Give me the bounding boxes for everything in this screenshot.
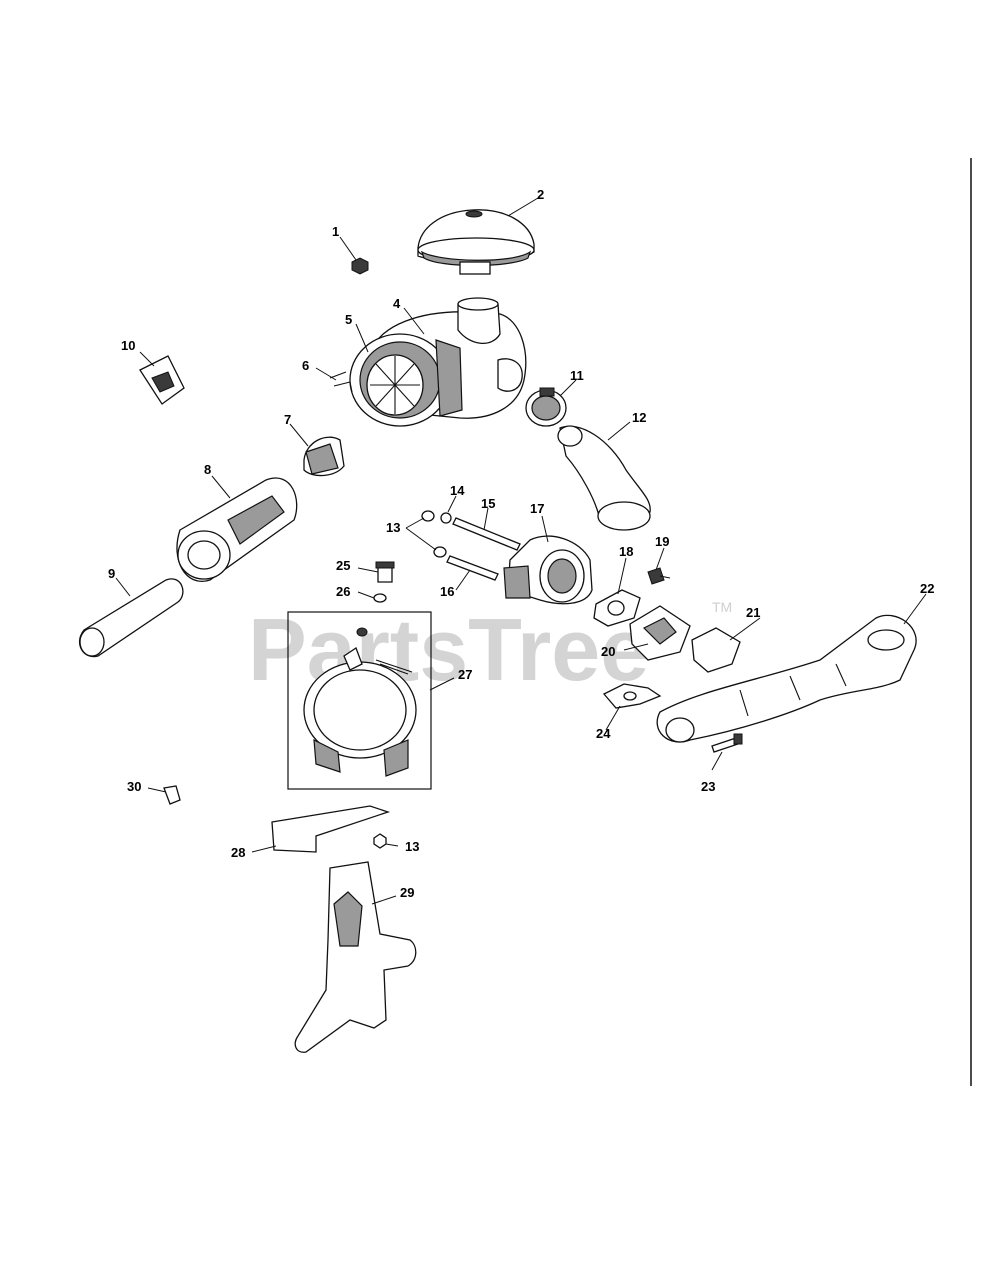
callout-29: 29	[400, 885, 414, 900]
part-21-gasket[interactable]	[691, 627, 741, 673]
part-9-inner-filter[interactable]	[79, 578, 184, 658]
callout-22: 22	[920, 581, 934, 596]
callout-25: 25	[336, 558, 350, 573]
callout-21: 21	[746, 605, 760, 620]
callout-16: 16	[440, 584, 454, 599]
callout-8: 8	[204, 462, 211, 477]
callout-15: 15	[481, 496, 495, 511]
part-2-cover[interactable]	[417, 209, 535, 275]
callout-13-upper: 13	[386, 520, 400, 535]
leader-lines	[115, 197, 927, 905]
watermark-text: PartsTree	[248, 600, 649, 699]
callout-9: 9	[108, 566, 115, 581]
callout-12: 12	[632, 410, 646, 425]
callout-27: 27	[458, 667, 472, 682]
callout-30: 30	[127, 779, 141, 794]
part-24-gasket[interactable]	[602, 683, 662, 709]
callout-17: 17	[530, 501, 544, 516]
part-27-clamp-kit-inset[interactable]	[287, 611, 432, 790]
part-7-valve[interactable]	[303, 436, 345, 477]
watermark-trademark: TM	[712, 599, 732, 615]
callout-6: 6	[302, 358, 309, 373]
callout-5: 5	[345, 312, 352, 327]
part-13-washer[interactable]	[421, 510, 447, 558]
callout-14: 14	[450, 483, 465, 498]
part-29-mounting-plate[interactable]	[294, 861, 417, 1053]
part-25-screw[interactable]	[375, 561, 395, 583]
part-26-nut[interactable]	[373, 593, 387, 603]
part-8-filter-element[interactable]	[176, 477, 298, 583]
part-16-stud[interactable]	[446, 555, 499, 581]
callout-24: 24	[596, 726, 611, 741]
callout-labels: 1 2 4 5 6 7 8 9 10 11 12 13 14 15 16 17 …	[108, 187, 934, 900]
part-19-fitting[interactable]	[647, 567, 671, 585]
callout-28: 28	[231, 845, 245, 860]
callout-1: 1	[332, 224, 339, 239]
callout-4: 4	[393, 296, 401, 311]
callout-19: 19	[655, 534, 669, 549]
callout-26: 26	[336, 584, 350, 599]
part-22-intake-manifold[interactable]	[656, 614, 917, 743]
part-6-clip[interactable]	[329, 371, 353, 393]
callout-11: 11	[570, 368, 584, 383]
callout-18: 18	[619, 544, 633, 559]
callout-23: 23	[701, 779, 715, 794]
callout-2: 2	[537, 187, 544, 202]
part-15-stud[interactable]	[452, 517, 521, 551]
part-23-bolt[interactable]	[711, 733, 743, 753]
callout-7: 7	[284, 412, 291, 427]
part-4-air-cleaner-body[interactable]	[349, 297, 527, 427]
part-13-nut-lower[interactable]	[373, 833, 387, 849]
part-28-bracket[interactable]	[271, 805, 391, 853]
part-14-washer[interactable]	[440, 512, 452, 524]
part-17-throttle-body[interactable]	[503, 535, 593, 605]
part-20-spacer[interactable]	[629, 605, 691, 661]
part-12-elbow-hose[interactable]	[557, 425, 651, 531]
callout-20: 20	[601, 644, 615, 659]
part-11-hose-clamp[interactable]	[525, 387, 567, 427]
part-30-pin[interactable]	[163, 785, 181, 805]
part-10-bracket[interactable]	[139, 355, 185, 405]
part-18-gasket[interactable]	[593, 589, 641, 627]
callout-13-lower: 13	[405, 839, 419, 854]
callout-10: 10	[121, 338, 135, 353]
part-1-nut[interactable]	[351, 257, 369, 275]
